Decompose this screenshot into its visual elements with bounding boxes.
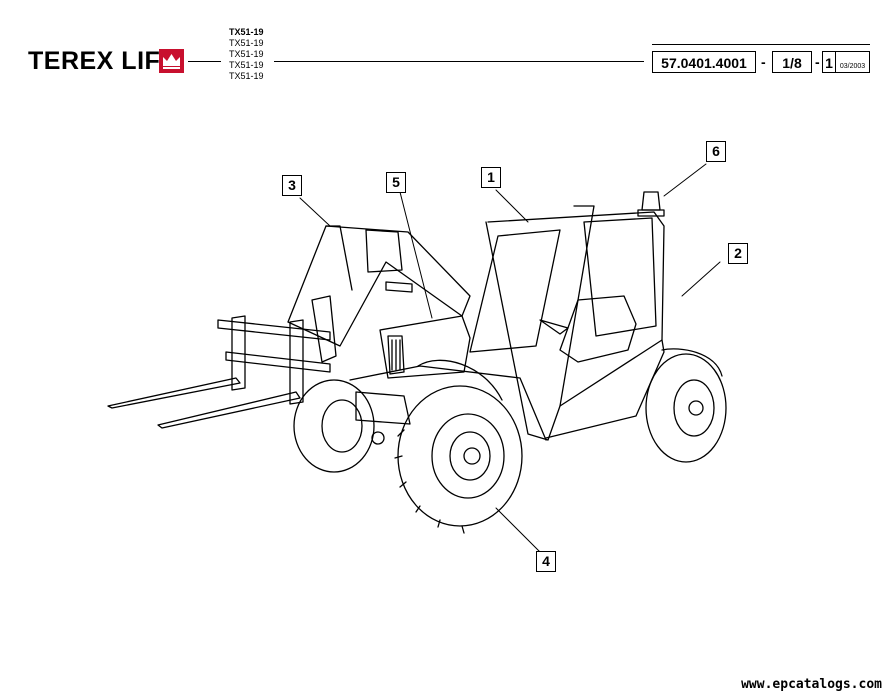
beacon-light [637, 191, 665, 217]
engine-cover [379, 315, 471, 379]
separator: - [815, 54, 820, 70]
callout-2: 2 [728, 243, 748, 264]
callout-1: 1 [481, 167, 501, 188]
revision-box: 1 [822, 51, 836, 73]
model-list: TX51-19 TX51-19 TX51-19 TX51-19 TX51-19 [229, 27, 264, 82]
callout-3: 3 [282, 175, 302, 196]
model-item: TX51-19 [229, 71, 264, 81]
separator: - [761, 54, 766, 70]
header-rule-left [188, 61, 221, 62]
cab [469, 205, 665, 441]
page-number-box: 1/8 [772, 51, 812, 73]
model-title: TX51-19 [229, 27, 264, 37]
model-item: TX51-19 [229, 49, 264, 59]
model-item: TX51-19 [229, 38, 264, 48]
header-rule-top [652, 44, 870, 45]
forks [107, 315, 304, 429]
header-rule-middle [274, 61, 644, 62]
rear-left-wheel [293, 379, 375, 473]
watermark-link[interactable]: www.epcatalogs.com [741, 677, 882, 692]
fork-carriage [217, 295, 337, 373]
date-box: 03/2003 [836, 51, 870, 73]
callout-5: 5 [386, 172, 406, 193]
terex-crown-logo-icon [159, 49, 184, 73]
front-wheel [394, 385, 523, 534]
terex-lift-logo: TEREX LIFT [28, 47, 177, 75]
telescopic-boom [287, 225, 471, 347]
chassis [349, 348, 723, 445]
date-text: 03/2003 [839, 63, 866, 70]
callout-4: 4 [536, 551, 556, 572]
rear-right-wheel [645, 353, 727, 463]
part-number-box: 57.0401.4001 [652, 51, 756, 73]
callout-leaders [299, 163, 721, 553]
callout-6: 6 [706, 141, 726, 162]
model-item: TX51-19 [229, 60, 264, 70]
